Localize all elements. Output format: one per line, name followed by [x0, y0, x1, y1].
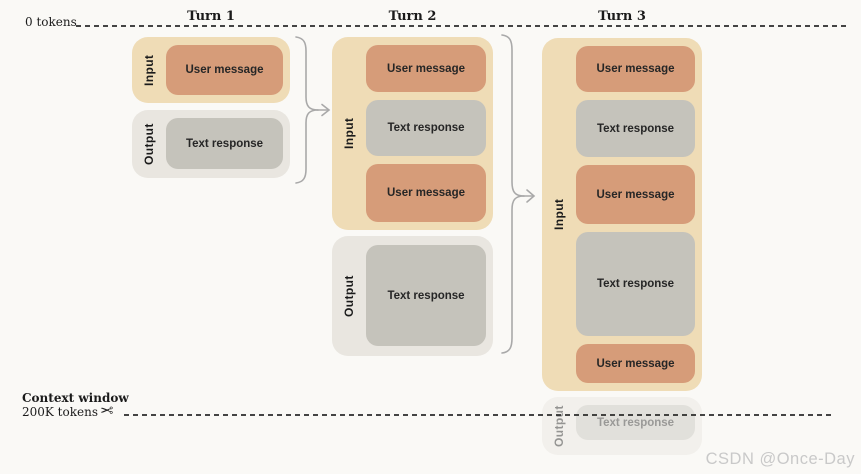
turn-1-input-panel: Input User message	[132, 37, 290, 103]
turn-2-input-user-message-2: User message	[366, 164, 486, 222]
turn-1-title: Turn 1	[187, 9, 235, 24]
turn-1-output-text-response: Text response	[166, 118, 283, 169]
context-window-title: Context window	[22, 391, 129, 405]
turn-3-input-text-response-2: Text response	[576, 232, 695, 336]
context-window-label: Context window 200K tokens	[22, 391, 129, 419]
scissors-icon: ✂	[100, 403, 114, 420]
turn-2-output-panel: Output Text response	[332, 236, 493, 356]
turn-2-input-panel: Input User message Text response User me…	[332, 37, 493, 230]
turn-2-input-label: Input	[342, 117, 356, 150]
turn-1-output-label: Output	[142, 123, 156, 165]
turn-2-output-label: Output	[342, 275, 356, 317]
turn-2-input-text-response: Text response	[366, 100, 486, 156]
turn-3-title: Turn 3	[598, 9, 646, 24]
turn-2-output-text-response: Text response	[366, 245, 486, 346]
turn-3-input-user-message-1: User message	[576, 46, 695, 92]
context-window-tokens: 200K tokens	[22, 405, 98, 419]
turn-3-input-panel: Input User message Text response User me…	[542, 38, 702, 391]
turn-3-input-user-message-2: User message	[576, 165, 695, 224]
turn1-to-turn2-arrow	[295, 36, 331, 184]
turn-1-input-label: Input	[142, 54, 156, 86]
turn2-to-turn3-arrow	[501, 34, 536, 354]
turn-3-output-text-response: Text response	[576, 405, 695, 440]
turn-2-title: Turn 2	[388, 9, 437, 24]
turn-3-output-panel-truncated: Output Text response	[542, 397, 702, 455]
turn-3-output-label: Output	[552, 405, 566, 447]
turn-2-input-user-message-1: User message	[366, 45, 486, 92]
zero-tokens-label: 0 tokens	[25, 15, 77, 29]
turn-3-input-user-message-3: User message	[576, 344, 695, 383]
watermark: CSDN @Once-Day	[705, 450, 855, 468]
turn-3-input-text-response-1: Text response	[576, 100, 695, 157]
turn-1-input-user-message: User message	[166, 45, 283, 95]
turn-1-output-panel: Output Text response	[132, 110, 290, 178]
turn-3-input-label: Input	[552, 198, 566, 231]
